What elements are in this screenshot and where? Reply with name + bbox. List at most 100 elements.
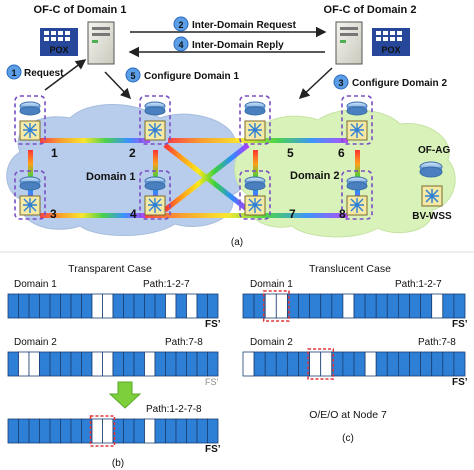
step-2-label: Inter-Domain Request (192, 20, 297, 31)
free-slot (91, 351, 103, 377)
caption-c: (c) (342, 433, 354, 444)
occupied-slot (123, 293, 135, 319)
spectrum-bar-transparent-domain2 (7, 351, 219, 377)
occupied-slot (154, 418, 166, 444)
occupied-slot (123, 418, 135, 444)
arrow-request (44, 59, 87, 91)
free-slot (28, 351, 40, 377)
node-1-group-outline (14, 95, 46, 145)
free-slot (364, 351, 377, 377)
occupied-slot (186, 351, 198, 377)
step-5-label: Configure Domain 1 (144, 71, 239, 82)
occupied-slot (7, 293, 19, 319)
node-5-group-outline (239, 95, 271, 145)
occupied-slot (123, 351, 135, 377)
ofag-router-icon (144, 101, 166, 116)
node-2 (139, 95, 171, 145)
caption-a: (a) (231, 237, 243, 248)
transparent-domain1: Domain 1 (14, 279, 57, 290)
occupied-slot (175, 351, 187, 377)
occupied-slot (175, 418, 187, 444)
transparent-path2: Path:7-8 (165, 337, 203, 348)
occupied-slot (60, 351, 72, 377)
free-slot (102, 293, 114, 319)
occupied-slot (18, 418, 30, 444)
occupied-slot (39, 418, 51, 444)
occupied-slot (7, 351, 19, 377)
occupied-slot (320, 293, 333, 319)
ofag-router-icon (19, 176, 41, 191)
free-slot (18, 351, 30, 377)
network-nodes (14, 95, 373, 220)
occupied-slot (207, 351, 219, 377)
occupied-slot (186, 418, 198, 444)
node-label-7: 7 (289, 207, 296, 221)
occupied-slot (298, 293, 311, 319)
spectrum-bar-translucent-domain2 (242, 348, 466, 380)
occupied-slot (386, 293, 399, 319)
free-slot (144, 351, 156, 377)
oeo-node7: O/E/O at Node 7 (309, 409, 387, 421)
node-1 (14, 95, 46, 145)
occupied-slot (133, 418, 145, 444)
ofag-router-icon (19, 101, 41, 116)
free-slot (242, 351, 255, 377)
allocated-fs-highlight (307, 348, 335, 380)
transparent-fs3: FS’ (205, 444, 221, 455)
node-3 (14, 170, 46, 220)
occupied-slot (453, 293, 466, 319)
occupied-slot (331, 293, 344, 319)
node-4 (139, 170, 171, 220)
occupied-slot (353, 351, 366, 377)
ofc-server-domain2 (335, 21, 363, 65)
occupied-slot (70, 293, 82, 319)
pox-logo-left: POX (40, 28, 78, 56)
occupied-slot (81, 293, 93, 319)
node-6-group-outline (341, 95, 373, 145)
bvwss-switch-icon (346, 120, 368, 141)
occupied-slot (342, 351, 355, 377)
ofag-router-icon (244, 101, 266, 116)
step-1-label: Request (24, 68, 64, 79)
transparent-path3: Path:1-2-7-8 (146, 404, 202, 415)
translucent-fs2: FS’ (452, 377, 468, 388)
occupied-slot (165, 351, 177, 377)
node-label-8: 8 (339, 207, 346, 221)
step-1: 1 Request (6, 64, 64, 80)
occupied-slot (275, 351, 288, 377)
bvwss-switch-icon (244, 120, 266, 141)
free-slot (102, 418, 114, 444)
free-slot (186, 293, 198, 319)
translucent-path1: Path:1-2-7 (395, 279, 442, 290)
node-8-group-outline (341, 170, 373, 220)
free-slot (275, 293, 288, 319)
occupied-slot (409, 351, 422, 377)
step-5-number: 5 (130, 71, 135, 81)
occupied-slot (375, 293, 388, 319)
legend-bvwss-icon (421, 185, 443, 207)
occupied-slot (154, 293, 166, 319)
occupied-slot (144, 293, 156, 319)
pox-label-left: POX (49, 45, 68, 55)
occupied-slot (81, 351, 93, 377)
ofag-router-icon (244, 176, 266, 191)
occupied-slot (60, 418, 72, 444)
occupied-slot (196, 418, 208, 444)
occupied-slot (133, 351, 145, 377)
occupied-slot (453, 351, 466, 377)
domain2-label: Domain 2 (290, 170, 340, 182)
legend-bvwss-label: BV-WSS (412, 211, 452, 222)
link-1-2 (40, 138, 150, 143)
free-slot (264, 293, 277, 319)
occupied-slot (70, 351, 82, 377)
ofc-domain1-title: OF-C of Domain 1 (34, 4, 127, 16)
translucent-fs1: FS’ (452, 319, 468, 330)
ofc-domain2-title: OF-C of Domain 2 (324, 4, 417, 16)
step-3-number: 3 (338, 78, 343, 88)
spectrum-bar-transparent-domain1 (7, 293, 219, 319)
occupied-slot (286, 351, 299, 377)
node-7 (239, 170, 271, 220)
occupied-slot (133, 293, 145, 319)
